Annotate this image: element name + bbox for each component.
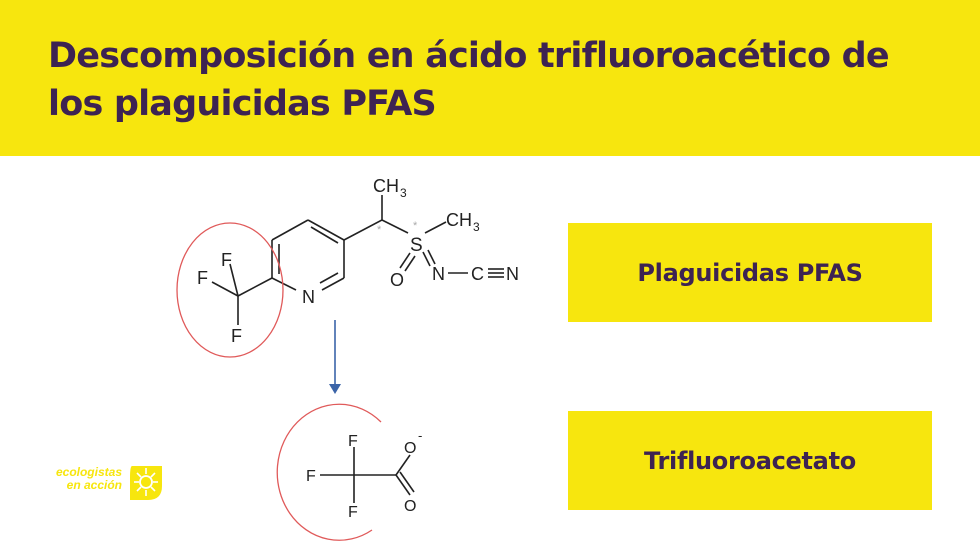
svg-text:F: F [221, 250, 232, 270]
sun-icon [130, 466, 162, 500]
svg-text:3: 3 [400, 186, 407, 200]
label-box-pfas-pesticides: Plaguicidas PFAS [568, 223, 932, 322]
molecule-sulfoxaflor [211, 195, 504, 325]
molecule-sulfoxaflor-labels: CH 3 CH 3 S O N C N N F F F * * [197, 176, 519, 346]
svg-text:F: F [231, 326, 242, 346]
logo-text: ecologistas en acción [55, 465, 122, 492]
ecologistas-logo: ecologistas en acción [48, 462, 168, 504]
label-box-trifluoroacetate: Trifluoroacetato [568, 411, 932, 510]
svg-text:*: * [377, 224, 382, 236]
svg-text:-: - [418, 428, 422, 443]
arrow-down-icon [329, 320, 341, 394]
svg-text:CH: CH [373, 176, 399, 196]
svg-text:C: C [471, 264, 484, 284]
svg-text:F: F [306, 468, 316, 485]
page-title: Descomposición en ácido trifluoroacético… [48, 36, 890, 124]
svg-text:CH: CH [446, 210, 472, 230]
svg-text:*: * [413, 220, 418, 232]
svg-text:O: O [404, 440, 416, 457]
svg-text:N: N [506, 264, 519, 284]
svg-text:O: O [404, 498, 416, 515]
svg-text:N: N [432, 264, 445, 284]
molecule-trifluoroacetate [320, 447, 415, 503]
svg-text:F: F [348, 504, 358, 521]
svg-text:F: F [348, 433, 358, 450]
svg-text:O: O [390, 270, 404, 290]
label-trifluoroacetate: Trifluoroacetato [644, 446, 856, 475]
svg-text:F: F [197, 268, 208, 288]
cf3-highlight-circle [176, 222, 284, 358]
cf3-highlight-arc [276, 403, 382, 541]
molecule-trifluoroacetate-labels: F F F O - O [306, 428, 422, 521]
label-pfas-pesticides: Plaguicidas PFAS [637, 258, 863, 287]
svg-text:S: S [410, 235, 423, 256]
svg-text:3: 3 [473, 220, 480, 234]
header-banner: Descomposición en ácido trifluoroacético… [0, 0, 980, 156]
svg-text:N: N [302, 287, 315, 307]
